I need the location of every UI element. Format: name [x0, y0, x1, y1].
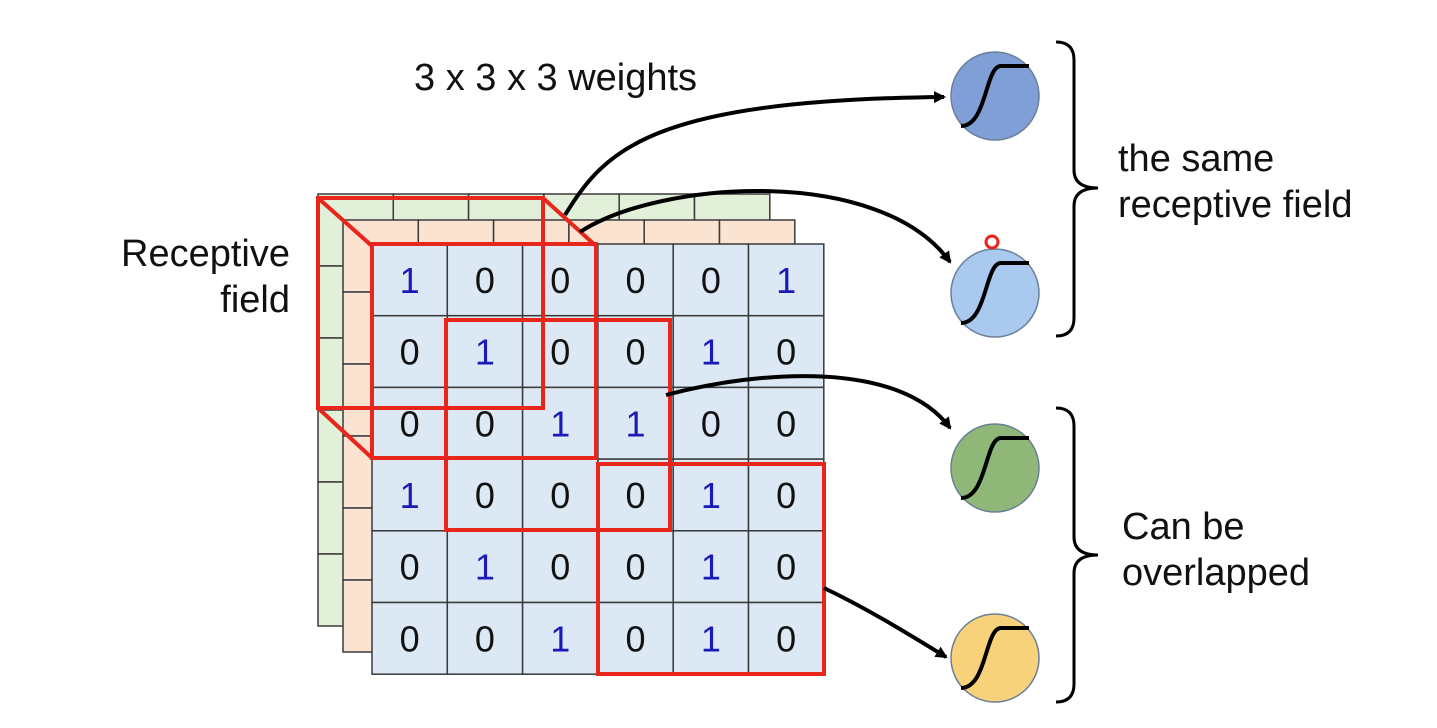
grid-value: 0 — [776, 547, 796, 588]
grid-cell — [747, 386, 825, 460]
grid-cell — [371, 601, 449, 675]
grid-value: 1 — [475, 547, 495, 588]
grid-value: 1 — [701, 618, 721, 659]
neuron-blue-dark — [950, 51, 1040, 141]
grid-value: 0 — [701, 260, 721, 301]
grid-cell — [371, 530, 449, 604]
receptive-field-label-line-2: field — [220, 278, 290, 321]
grid-value: 1 — [550, 403, 570, 444]
grid-value: 1 — [701, 547, 721, 588]
grid-value: 0 — [550, 260, 570, 301]
grid-value: 0 — [626, 618, 646, 659]
receptive-field-box-center — [444, 318, 672, 532]
grid-cell — [521, 243, 599, 317]
grid-cell — [371, 458, 449, 532]
receptive-field-box-bottom-right — [596, 462, 826, 676]
receptive-field-label: Receptive field — [100, 232, 290, 323]
grid-cell — [597, 386, 674, 460]
overlap-label-line-2: overlapped — [1122, 551, 1311, 594]
arrow-to-neuron-2 — [578, 188, 952, 264]
highlight-dot — [984, 234, 1000, 250]
grid-value: 0 — [626, 547, 646, 588]
receptive-field-edge — [316, 406, 374, 460]
grid-cell — [521, 601, 599, 675]
grid-value: 0 — [626, 332, 646, 373]
grid-value: 0 — [475, 618, 495, 659]
same-field-label-line-1: the same — [1118, 138, 1275, 180]
braces — [1055, 40, 1099, 704]
grid-cell — [747, 530, 825, 604]
grid-value: 1 — [550, 618, 570, 659]
arrow-to-neuron-3 — [665, 374, 952, 430]
sigmoid-icon — [960, 436, 1029, 500]
grid-cell — [446, 314, 524, 389]
same-field-label-line-2: receptive field — [1118, 183, 1353, 226]
grid-value: 0 — [400, 332, 420, 373]
brace-upper — [1055, 40, 1099, 338]
grid-value: 0 — [400, 403, 420, 444]
grid-cell — [672, 530, 750, 604]
sigmoid-icon — [960, 64, 1029, 128]
grid-value: 0 — [626, 475, 646, 516]
grid-value: 0 — [400, 618, 420, 659]
grid-cell — [371, 386, 449, 460]
connection-arrows — [563, 91, 952, 659]
grid-value: 0 — [475, 475, 495, 516]
sigmoid-icon — [960, 626, 1029, 690]
grid-value: 0 — [550, 475, 570, 516]
grid-value: 0 — [550, 332, 570, 373]
grid-cell — [446, 530, 524, 604]
grid-value: 1 — [400, 475, 420, 516]
neurons — [950, 51, 1040, 703]
sigmoid-icon — [960, 261, 1029, 325]
grid-value: 1 — [701, 332, 721, 373]
grid-value: 1 — [400, 260, 420, 301]
grid-cell — [597, 243, 674, 317]
overlap-label: Can be overlapped — [1122, 505, 1310, 596]
grid-cell — [446, 386, 524, 460]
grid-value: 0 — [776, 618, 796, 659]
neuron-green — [950, 423, 1040, 513]
grid-cell — [747, 243, 825, 317]
grid-cell — [446, 601, 524, 675]
grid-value: 0 — [550, 547, 570, 588]
grid-value: 0 — [475, 260, 495, 301]
grid-cell — [747, 458, 825, 532]
grid-value: 0 — [400, 547, 420, 588]
grid-cell — [597, 458, 674, 532]
receptive-field-highlights — [316, 196, 826, 676]
receptive-field-edge — [541, 196, 598, 248]
grid-cell — [672, 458, 750, 532]
input-channel-front: 1 0 0 0 0 1 0 1 0 0 1 0 0 0 1 1 0 0 1 0 0 0 1 0 0 1 0 0 1 0 0 0 1 0 1 0 — [371, 243, 825, 675]
receptive-field-box-front — [370, 242, 598, 460]
brace-lower — [1055, 406, 1099, 704]
grid-cell — [371, 243, 449, 317]
grid-cell — [672, 314, 750, 389]
receptive-field-label-line-1: Receptive — [121, 233, 290, 275]
grid-value: 1 — [475, 332, 495, 373]
arrow-to-neuron-1 — [563, 91, 946, 217]
grid-value: 0 — [475, 403, 495, 444]
weights-label: 3 x 3 x 3 weights — [414, 57, 698, 99]
same-field-label: the same receptive field — [1118, 137, 1352, 228]
grid-cell — [672, 243, 750, 317]
arrow-to-neuron-4 — [823, 586, 948, 659]
neuron-blue-light — [950, 248, 1040, 338]
neuron-yellow — [950, 613, 1040, 703]
grid-value: 0 — [776, 403, 796, 444]
overlap-label-line-1: Can be — [1122, 506, 1245, 548]
grid-value: 0 — [701, 403, 721, 444]
receptive-field-box-back — [316, 196, 545, 410]
receptive-field-edge — [316, 196, 374, 248]
grid-value: 1 — [626, 403, 646, 444]
grid-value: 0 — [776, 475, 796, 516]
grid-value: 0 — [626, 260, 646, 301]
grid-value: 1 — [776, 260, 796, 301]
grid-value: 1 — [701, 475, 721, 516]
grid-cell — [446, 458, 524, 532]
grid-cell — [521, 458, 599, 532]
grid-value: 0 — [776, 332, 796, 373]
